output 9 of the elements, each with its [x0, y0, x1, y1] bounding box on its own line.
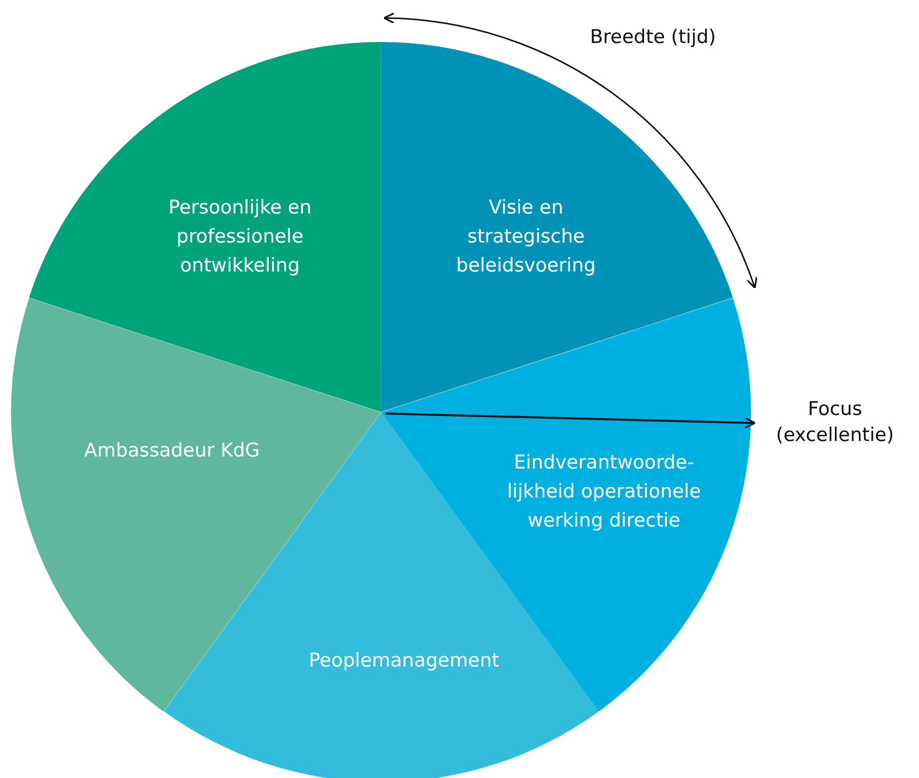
- slice-label: Visie en strategische beleidsvoering: [455, 196, 597, 278]
- axis-label: Focus (excellentie): [754, 396, 916, 448]
- slice-label: Peoplemanagement: [308, 648, 500, 674]
- pie-slice: [29, 42, 381, 412]
- arrow: [386, 412, 756, 429]
- slice-label: Ambassadeur KdG: [83, 438, 261, 464]
- slice-label: Persoonlijke en professionele ontwikkeling: [167, 196, 313, 278]
- axis-label: Breedte (tijd): [590, 25, 717, 50]
- slice-label: Eindverantwoorde- lijkheid operationele werking directie: [506, 450, 702, 534]
